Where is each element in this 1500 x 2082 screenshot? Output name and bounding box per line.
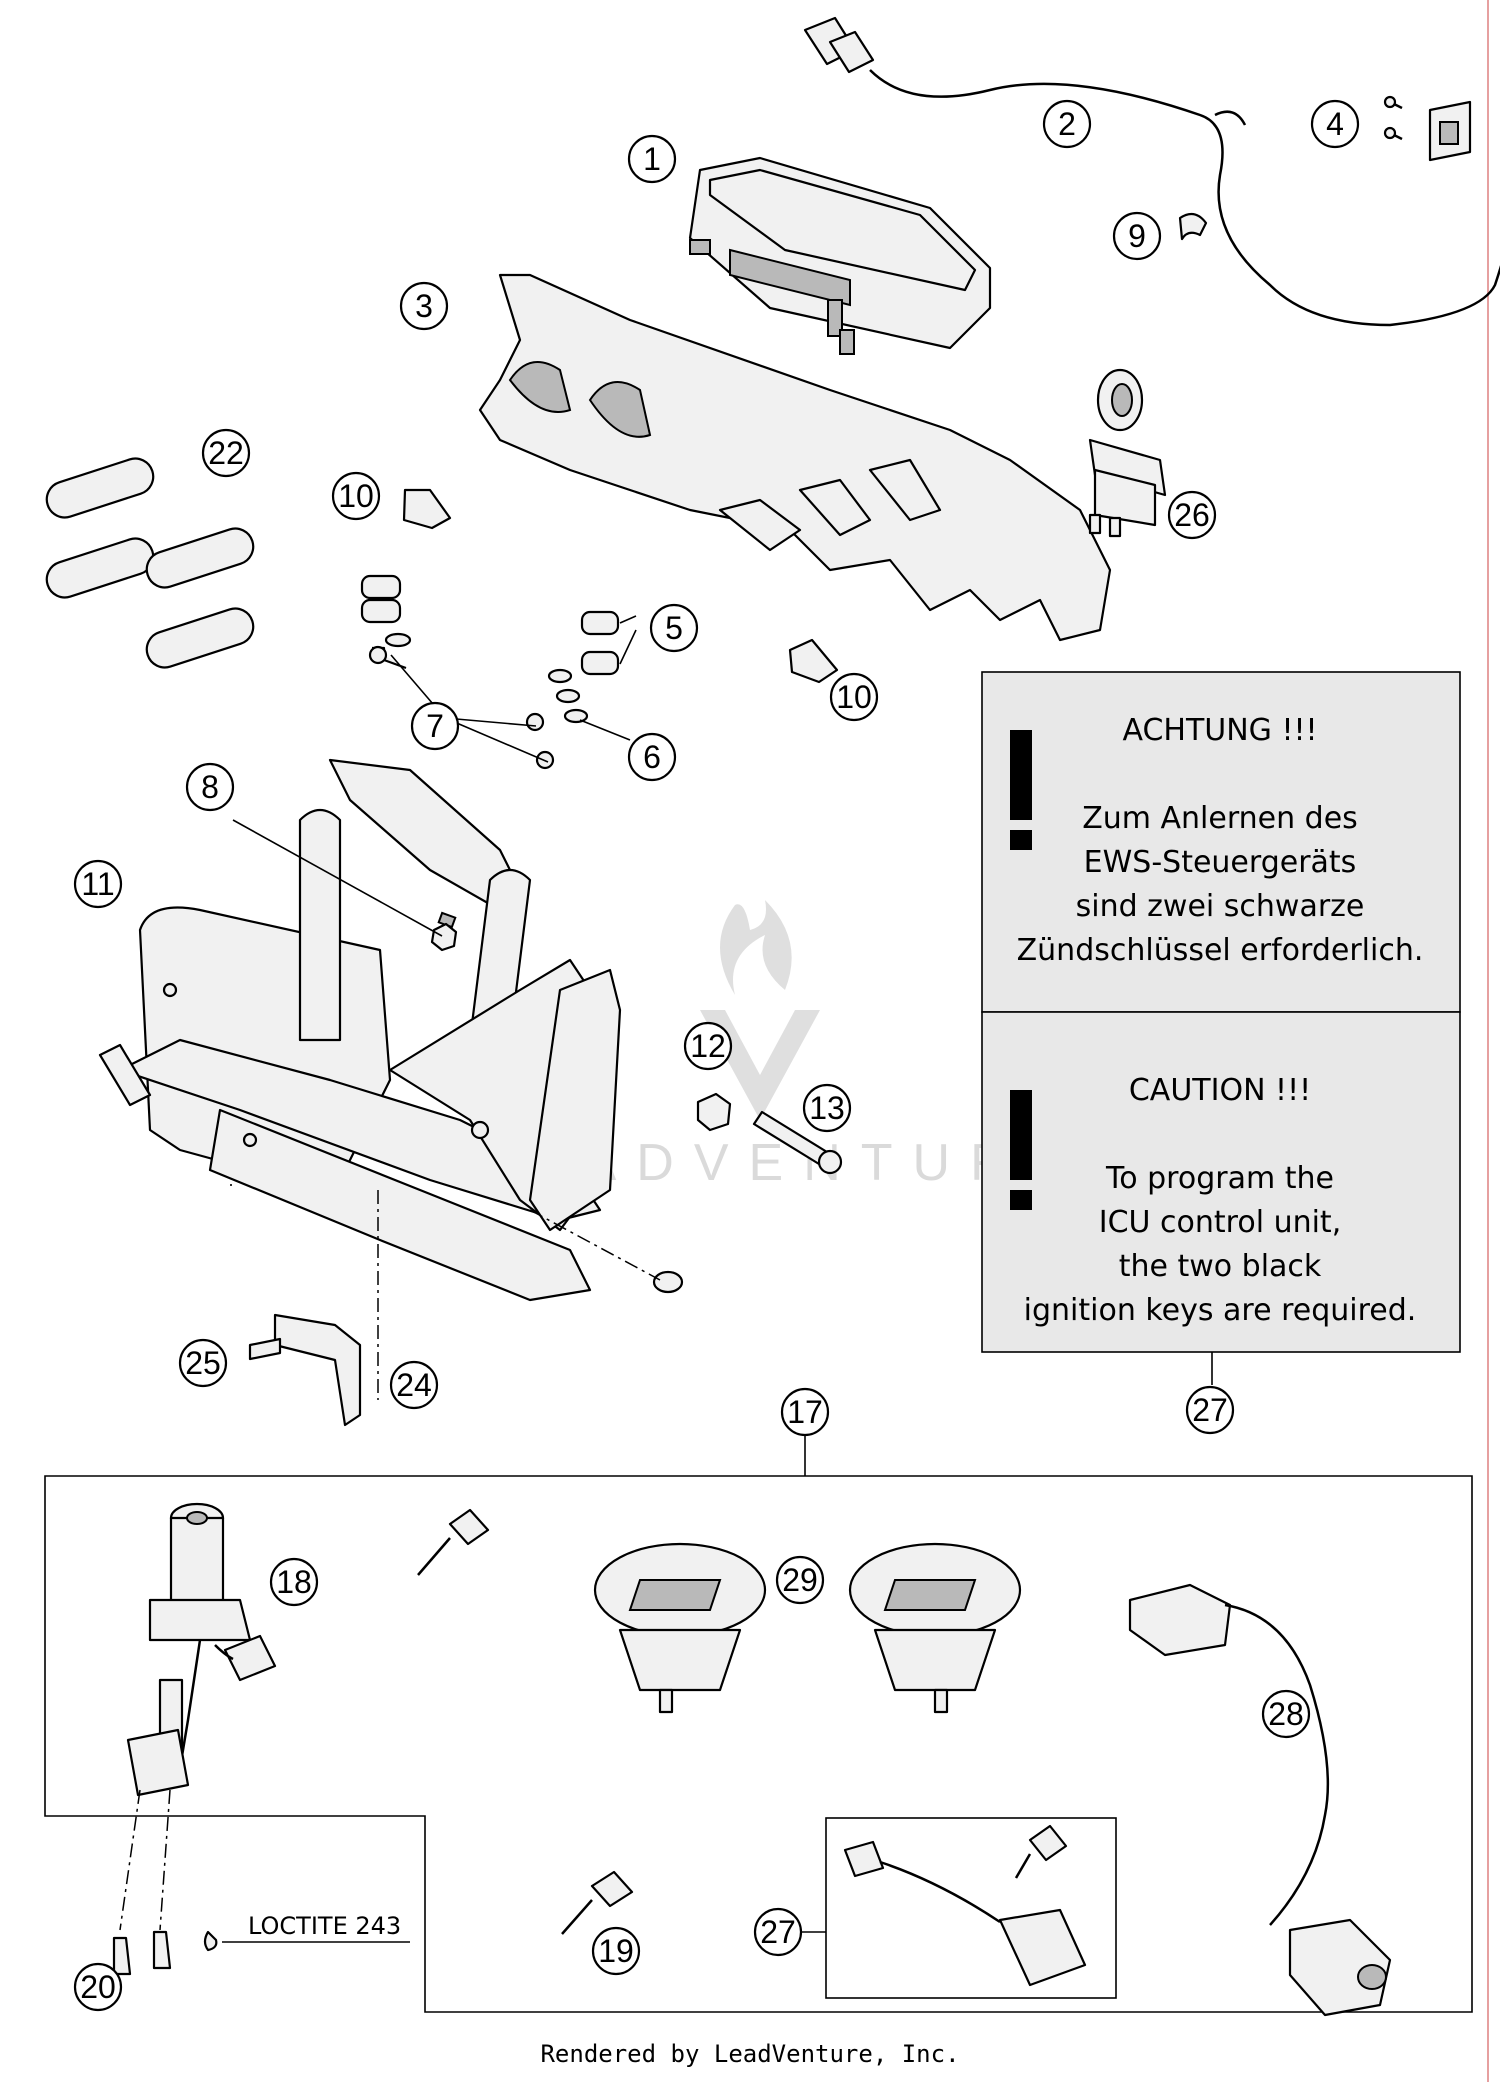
part-nut-frame <box>652 1270 684 1294</box>
part-ecu-harness-27 <box>843 1824 1087 1987</box>
svg-text:17: 17 <box>787 1394 823 1430</box>
part-rubber-tubes <box>45 457 255 669</box>
warning-de-line4: Zündschlüssel erforderlich. <box>1017 933 1424 968</box>
svg-text:2: 2 <box>1058 106 1076 142</box>
part-nut-12 <box>696 1092 732 1132</box>
svg-text:10: 10 <box>338 478 374 514</box>
svg-text:12: 12 <box>690 1028 726 1064</box>
svg-text:29: 29 <box>782 1562 818 1598</box>
svg-text:27: 27 <box>1192 1392 1228 1428</box>
warning-de-line1: Zum Anlernen des <box>1082 801 1358 836</box>
warning-de-line2: EWS-Steuergeräts <box>1084 845 1357 880</box>
callout-7: 7 <box>410 701 460 751</box>
callout-18: 18 <box>269 1557 319 1607</box>
callout-29: 29 <box>775 1555 825 1605</box>
svg-text:8: 8 <box>201 769 219 805</box>
part-mounting-frame <box>98 758 622 1302</box>
callout-19: 19 <box>591 1926 641 1976</box>
footer-credit: Rendered by LeadVenture, Inc. <box>540 2040 960 2068</box>
warning-de-title: ACHTUNG !!! <box>1122 713 1317 748</box>
part-screws-20 <box>112 1789 410 1976</box>
callout-11: 11 <box>73 859 123 909</box>
key-icon-19 <box>561 1870 634 1935</box>
part-screws-4 <box>1383 95 1403 141</box>
part-bolt-13 <box>752 1110 843 1175</box>
callout-10a: 10 <box>331 471 381 521</box>
svg-text:25: 25 <box>185 1345 221 1381</box>
part-clip-10b <box>788 638 839 684</box>
svg-text:22: 22 <box>208 435 244 471</box>
part-cable-harness <box>803 16 1500 327</box>
warning-de-line3: sind zwei schwarze <box>1076 889 1365 924</box>
svg-text:27: 27 <box>760 1914 796 1950</box>
part-ignition-lock-18 <box>126 1502 277 1797</box>
exclamation-icon-de <box>1010 730 1032 850</box>
svg-text:3: 3 <box>415 288 433 324</box>
callout-22: 22 <box>201 428 251 478</box>
svg-text:10: 10 <box>836 679 872 715</box>
part-socket-26 <box>1088 368 1167 538</box>
svg-text:20: 20 <box>80 1969 116 2005</box>
part-lock-28 <box>1128 1583 1392 2017</box>
callout-24: 24 <box>389 1360 439 1410</box>
svg-text:13: 13 <box>809 1090 845 1126</box>
callout-5: 5 <box>649 603 699 653</box>
callout-9: 9 <box>1112 211 1162 261</box>
warning-en-line4: ignition keys are required. <box>1024 1293 1417 1328</box>
kit-outline <box>44 1475 1473 2013</box>
part-fuel-cap-29a <box>593 1542 767 1714</box>
loctite-label: LOCTITE 243 <box>248 1912 401 1940</box>
part-instrument-cluster <box>688 156 992 355</box>
part-bracket-24 <box>248 1190 379 1427</box>
svg-text:4: 4 <box>1326 106 1344 142</box>
callout-10b: 10 <box>829 672 879 722</box>
warning-en-line2: ICU control unit, <box>1099 1205 1341 1240</box>
callout-25: 25 <box>178 1338 228 1388</box>
callout-8: 8 <box>185 762 235 812</box>
callout-2: 2 <box>1042 99 1092 149</box>
svg-text:19: 19 <box>598 1933 634 1969</box>
svg-text:1: 1 <box>643 141 661 177</box>
svg-text:11: 11 <box>81 866 114 902</box>
exclamation-icon-en <box>1010 1090 1032 1210</box>
callout-6: 6 <box>627 732 677 782</box>
part-clip-9 <box>1178 212 1208 241</box>
callout-12: 12 <box>683 1021 733 1071</box>
warning-en-title: CAUTION !!! <box>1129 1073 1311 1108</box>
warning-box-english <box>981 1011 1461 1353</box>
callout-28: 28 <box>1261 1689 1311 1739</box>
part-fuel-cap-29b <box>848 1542 1022 1714</box>
callout-20: 20 <box>73 1962 123 2012</box>
part-nut-8 <box>430 922 458 952</box>
leader-lines <box>230 615 637 1186</box>
key-icon-kit <box>417 1508 490 1576</box>
kit-subbox-27 <box>825 1817 1117 1999</box>
part-clip-10a <box>402 488 452 530</box>
callout-27a: 27 <box>1185 1385 1235 1435</box>
callout-26: 26 <box>1167 490 1217 540</box>
part-cockpit-cover <box>478 273 1112 642</box>
warning-en-line3: the two black <box>1119 1249 1322 1284</box>
svg-text:6: 6 <box>643 739 661 775</box>
callout-4: 4 <box>1310 99 1360 149</box>
callout-17: 17 <box>780 1387 830 1437</box>
svg-text:24: 24 <box>396 1367 432 1403</box>
warning-box-german <box>981 671 1461 1013</box>
callout-1: 1 <box>627 134 677 184</box>
svg-text:5: 5 <box>665 610 683 646</box>
callout-13: 13 <box>802 1083 852 1133</box>
part-grommets <box>360 574 620 770</box>
svg-text:9: 9 <box>1128 218 1146 254</box>
svg-text:28: 28 <box>1268 1696 1304 1732</box>
svg-text:18: 18 <box>276 1564 312 1600</box>
callout-27b: 27 <box>753 1907 803 1957</box>
warning-en-line1: To program the <box>1105 1161 1334 1196</box>
callout-3: 3 <box>399 281 449 331</box>
svg-text:7: 7 <box>426 708 444 744</box>
svg-text:26: 26 <box>1174 497 1210 533</box>
